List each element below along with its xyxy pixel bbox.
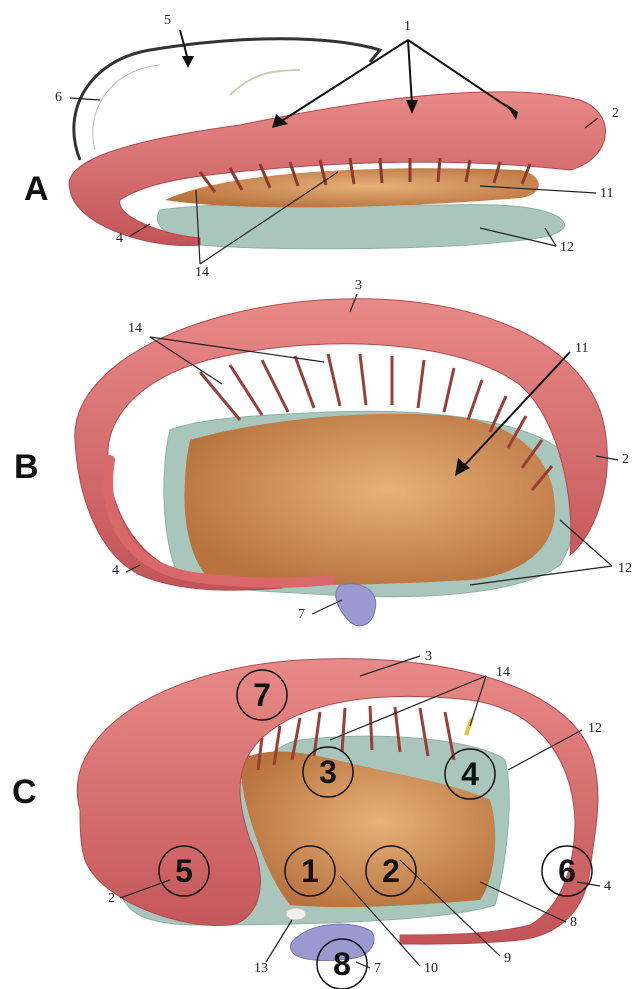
label-c-13: 13 — [254, 961, 268, 976]
panel-c-letter: C — [12, 773, 37, 811]
label-c-12: 12 — [588, 721, 602, 736]
label-c-7: 7 — [374, 961, 381, 976]
label-c-4: 4 — [604, 879, 611, 894]
panel-b-letter: B — [14, 448, 39, 486]
svg-text:4: 4 — [461, 756, 479, 792]
label-b-7: 7 — [298, 607, 305, 622]
svg-text:3: 3 — [319, 754, 337, 790]
panel-b: B 3 14 11 2 12 4 7 — [14, 278, 632, 626]
panel-a-mantle — [157, 204, 565, 249]
svg-text:8: 8 — [333, 946, 351, 982]
label-a-12: 12 — [560, 240, 574, 255]
panel-a-outline-inner — [93, 65, 160, 150]
panel-c-item-13 — [286, 908, 306, 920]
label-a-1: 1 — [404, 19, 411, 34]
svg-text:7: 7 — [253, 677, 271, 713]
panel-a: A 5 6 1 2 4 11 12 14 — [24, 13, 619, 280]
panel-a-letter: A — [24, 170, 49, 208]
panel-a-faint-strand — [230, 70, 300, 95]
label-a-6: 6 — [55, 90, 62, 105]
label-b-11: 11 — [575, 341, 588, 356]
label-a-5: 5 — [164, 13, 171, 28]
panel-b-velum — [184, 414, 555, 585]
label-c-2: 2 — [108, 891, 115, 906]
label-a-2: 2 — [612, 106, 619, 121]
label-c-14: 14 — [496, 665, 510, 680]
label-a-4: 4 — [116, 231, 123, 246]
label-c-3: 3 — [425, 649, 432, 664]
svg-text:6: 6 — [558, 853, 576, 889]
label-b-2: 2 — [622, 452, 629, 467]
label-a-11: 11 — [600, 186, 613, 201]
panel-c: C 3 14 12 4 8 9 10 7 13 2 — [12, 649, 611, 989]
label-c-10: 10 — [424, 961, 438, 976]
label-a-14: 14 — [195, 265, 209, 280]
label-b-4: 4 — [112, 563, 119, 578]
label-c-9: 9 — [504, 951, 511, 966]
panel-c-yellow-cord — [466, 718, 472, 735]
svg-text:1: 1 — [301, 853, 319, 889]
panel-b-bone — [336, 584, 376, 626]
label-b-12: 12 — [618, 561, 632, 576]
label-c-8: 8 — [570, 915, 577, 930]
label-b-3: 3 — [355, 278, 362, 293]
svg-text:5: 5 — [175, 853, 193, 889]
label-b-14: 14 — [128, 321, 142, 336]
svg-text:2: 2 — [382, 853, 400, 889]
